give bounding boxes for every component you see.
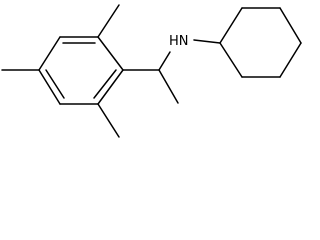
cyclohexane-bond (219, 7, 243, 44)
ethylamine-linker: HN (122, 34, 221, 104)
methyl-bond-top (97, 4, 120, 38)
ring-double-bond (93, 69, 117, 99)
cyclohexane-bond (279, 7, 302, 44)
cyclohexane-ring (219, 7, 302, 78)
ring-bond (38, 69, 61, 105)
cyclohexane-bond (219, 42, 243, 78)
amine-label: HN (169, 34, 189, 49)
ring-double-bond (45, 69, 65, 99)
methyl-substituents (1, 4, 120, 138)
ring-bond (97, 69, 124, 105)
methine-methyl-bond (158, 69, 179, 104)
methyl-bond-bottom (97, 103, 120, 138)
ring-bond (97, 36, 124, 71)
methine-to-nitrogen-bond (158, 51, 171, 71)
ring-bond (38, 36, 61, 71)
chemical-structure: HN (1, 4, 302, 138)
aromatic-ring (38, 36, 124, 105)
nitrogen-to-cyclohexyl-bond (193, 39, 221, 44)
cyclohexane-bond (279, 42, 302, 78)
